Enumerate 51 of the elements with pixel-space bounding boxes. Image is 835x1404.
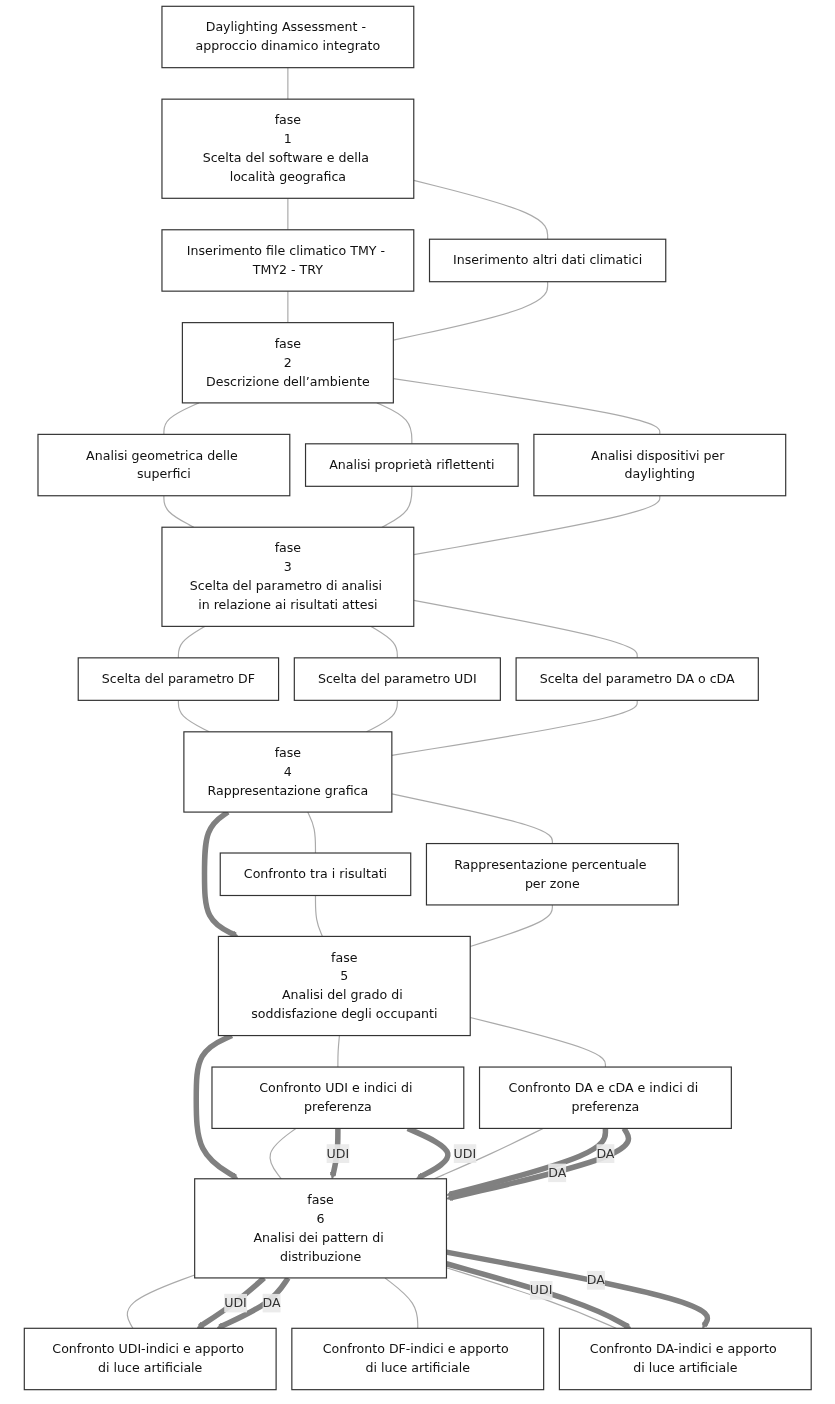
- node-box: Daylighting Assessment - approccio dinamico integrato: [161, 5, 415, 69]
- node-box: Confronto UDI e indici di preferenza: [211, 1066, 465, 1129]
- node-box: fase 3 Scelta del parametro di analisi in relazione ai risultati attesi: [161, 526, 415, 627]
- node-box: fase 5 Analisi del grado di soddisfazione degli occupanti: [217, 935, 471, 1037]
- connector: [384, 1277, 419, 1329]
- node-box: Scelta del parametro DA o cDA: [515, 657, 759, 701]
- node-box: Rappresentazione percentuale per zone: [425, 842, 679, 906]
- edge-label: UDI: [223, 1295, 247, 1311]
- connector: [370, 625, 398, 659]
- node-box: fase 2 Descrizione dell’ambiente: [181, 322, 394, 404]
- node-box: fase 1 Scelta del software e della località geografica: [161, 98, 415, 199]
- connector: [163, 495, 195, 528]
- node-box: Confronto DF-indici e apporto di luce artificiale: [291, 1327, 544, 1391]
- node-box: Inserimento altri dati climatici: [428, 238, 667, 283]
- connector: [126, 1274, 195, 1329]
- node-box: Analisi geometrica delle superfici: [37, 433, 291, 497]
- edge-label: UDI: [326, 1145, 349, 1161]
- arrow: [216, 1276, 291, 1330]
- connector: [287, 67, 289, 100]
- connector: [287, 197, 289, 231]
- edge-label: DA: [262, 1295, 281, 1311]
- connector: [391, 793, 553, 845]
- connector: [469, 904, 553, 948]
- node-box: Inserimento file climatico TMY - TMY2 - TRY: [161, 229, 415, 292]
- node-box: fase 4 Rappresentazione grafica: [183, 731, 393, 813]
- edge-label: UDI: [529, 1282, 553, 1298]
- connector: [469, 1016, 606, 1068]
- connector: [269, 1127, 297, 1180]
- edge-label: UDI: [453, 1145, 476, 1161]
- edge-label: DA: [596, 1145, 615, 1161]
- node-box: Analisi dispositivi per daylighting: [533, 433, 787, 497]
- node-box: Confronto DA-indici e apporto di luce artificiale: [558, 1327, 812, 1391]
- edge-label: DA: [586, 1272, 605, 1288]
- node-box: fase 6 Analisi dei pattern di distribuzione: [193, 1178, 447, 1279]
- connector: [381, 485, 413, 528]
- connector: [287, 290, 289, 324]
- node-box: Scelta del parametro DF: [77, 657, 279, 701]
- connector: [177, 625, 206, 659]
- connector: [337, 1035, 340, 1068]
- connector: [177, 699, 210, 733]
- node-box: Confronto UDI-indici e apporto di luce artificiale: [23, 1327, 277, 1391]
- node-box: Confronto tra i risultati: [219, 852, 412, 897]
- connector: [314, 894, 323, 937]
- connector: [376, 402, 413, 445]
- connector: [163, 402, 200, 435]
- node-box: Confronto DA e cDA e indici di preferenza: [478, 1066, 732, 1129]
- connector: [391, 699, 638, 756]
- edge-label: DA: [547, 1164, 566, 1180]
- connector: [306, 811, 316, 854]
- node-box: Analisi proprietà riflettenti: [304, 443, 519, 487]
- node-box: Scelta del parametro UDI: [293, 657, 501, 701]
